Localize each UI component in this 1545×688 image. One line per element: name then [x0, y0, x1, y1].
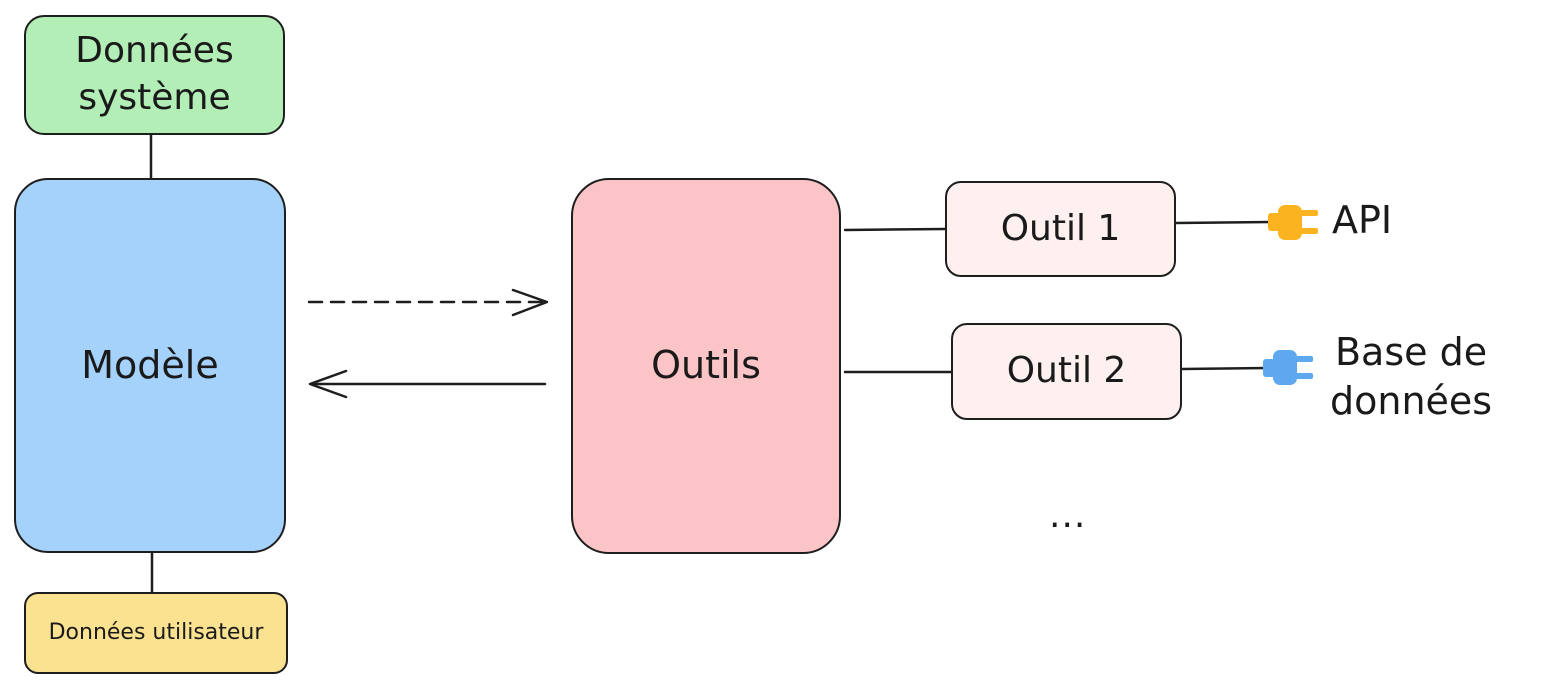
tools-box: Outils [571, 178, 841, 554]
database-label-line1: Base de [1334, 330, 1488, 374]
tool-1-label: Outil 1 [1000, 207, 1121, 249]
database-label: Base de données [1330, 328, 1492, 425]
user-data-label: Données utilisateur [48, 619, 264, 645]
system-data-label: Données système [75, 30, 234, 118]
system-data-box: Données système [24, 15, 285, 135]
more-tools-ellipsis: ... [1049, 495, 1087, 536]
user-data-box: Données utilisateur [24, 592, 288, 674]
api-label: API [1332, 198, 1393, 242]
tool2-to-database-cable [1180, 366, 1270, 371]
plug-icon [1268, 205, 1318, 240]
tool-1-box: Outil 1 [945, 181, 1176, 277]
plug-icon [1263, 350, 1313, 385]
tool-2-box: Outil 2 [951, 323, 1182, 420]
tools-to-tool1-connector [843, 227, 947, 232]
model-label: Modèle [81, 342, 219, 387]
model-box: Modèle [14, 178, 286, 553]
dashed-arrow-model-to-tools [307, 288, 549, 317]
database-label-line2: données [1330, 378, 1493, 423]
tool1-to-api-cable [1174, 220, 1274, 225]
solid-arrow-tools-to-model [308, 369, 547, 399]
tools-label: Outils [651, 343, 761, 388]
tool-2-label: Outil 2 [1006, 350, 1127, 392]
